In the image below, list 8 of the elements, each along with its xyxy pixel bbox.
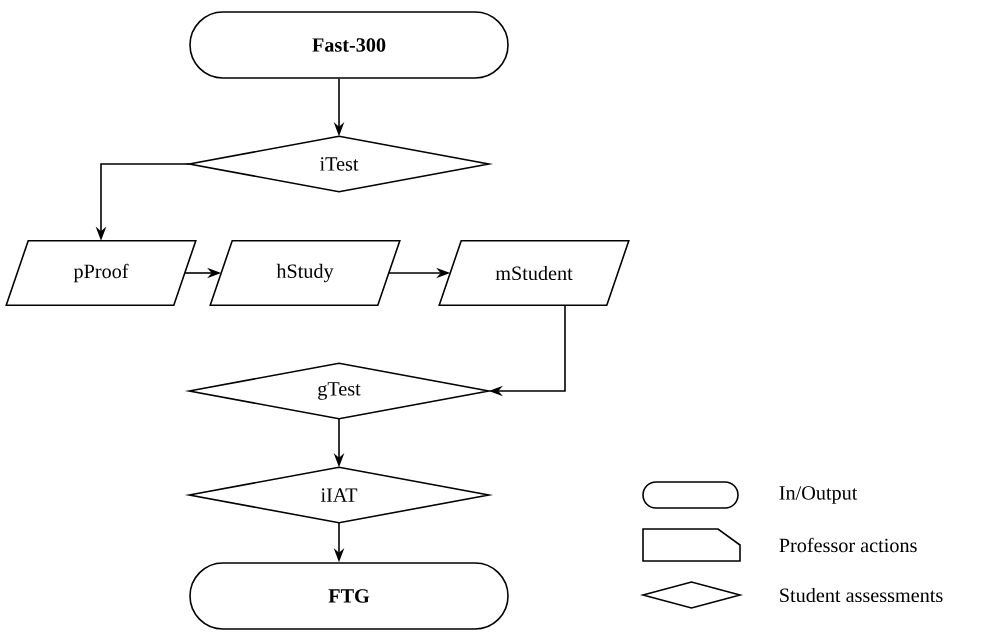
- terminal-box: FTG: [189, 562, 509, 630]
- action-parallelogram: pProof: [5, 239, 197, 307]
- action-parallelogram: mStudent: [438, 239, 630, 307]
- action-parallelogram: hStudy: [209, 239, 401, 307]
- legend-label: Student assessments: [780, 587, 943, 603]
- legend-label: In/Output: [779, 486, 858, 504]
- legend-label: Professor actions: [779, 537, 917, 553]
- terminal-box: Fast-300: [189, 11, 509, 79]
